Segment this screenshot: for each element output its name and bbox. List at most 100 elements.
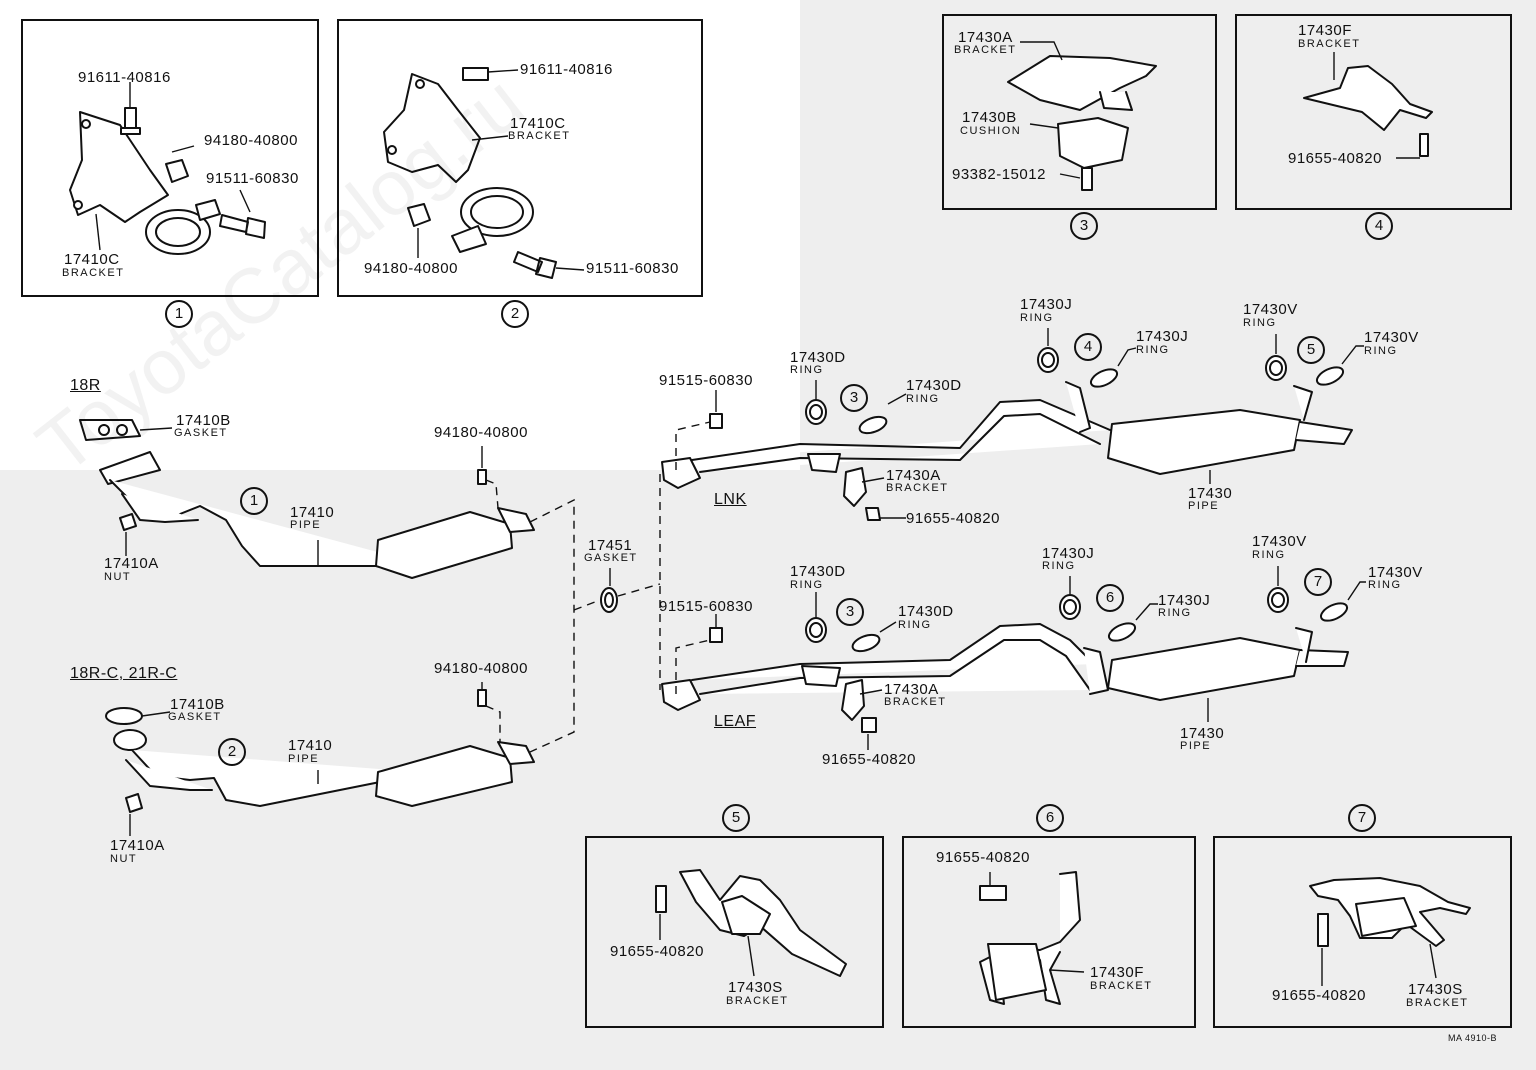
inset-frame-7 — [1213, 836, 1512, 1028]
inset6-bracket — [979, 871, 1081, 1005]
inset2-part-bolt: 91611-40816 — [520, 61, 613, 78]
link-ring-d2-label: 17430D — [906, 377, 962, 394]
rear-leaf-hanger-c — [1295, 627, 1313, 663]
link-bracket-label: 17430A — [886, 467, 941, 484]
front-b-gasket-label: 17410B — [170, 696, 225, 713]
inset-frame-1 — [21, 19, 319, 297]
leaf-ring-v1-desc: RING — [1252, 549, 1286, 561]
front-b-nut-desc: NUT — [110, 853, 138, 865]
inset4-part-bolt: 91655-40820 — [1288, 150, 1382, 167]
rear-leaf-muffler — [1107, 637, 1301, 701]
link-bolt-label: 91655-40820 — [906, 510, 1000, 527]
inset3-part-bracket: 17430A — [958, 29, 1013, 46]
front-a-muffler — [375, 511, 513, 579]
link-pipe-label: 17430 — [1188, 485, 1233, 502]
inset6-part-bracket-desc: BRACKET — [1090, 980, 1153, 992]
front-b-nut — [125, 793, 143, 813]
rear-link-flange — [661, 457, 701, 489]
rear-leaf-hanger-a — [801, 665, 841, 687]
inset4-part-bracket-desc: BRACKET — [1298, 38, 1361, 50]
leaf-ring-v2-label: 17430V — [1368, 564, 1423, 581]
link-ring-j1-desc: RING — [1020, 312, 1054, 324]
front-a-manifold-flange — [99, 451, 161, 485]
inset1-nut — [165, 159, 189, 183]
inset-number-5: 5 — [722, 804, 750, 832]
leaf-bracket-desc: BRACKET — [884, 696, 947, 708]
link-ring-v1-label: 17430V — [1243, 301, 1298, 318]
rear-leaf-bolt — [861, 717, 877, 733]
inset3-part-cushion-desc: CUSHION — [960, 125, 1022, 137]
suspension-label-link: LNK — [714, 491, 747, 508]
inset-number-4: 4 — [1365, 212, 1393, 240]
leaf-ring-d1-label: 17430D — [790, 563, 846, 580]
leaf-ring-j2-label: 17430J — [1158, 592, 1211, 609]
ring-v2-leaf — [1319, 602, 1349, 622]
front-b-muffler — [375, 745, 513, 807]
link-ring-j1-label: 17430J — [1020, 296, 1073, 313]
inset1-part-bracket-desc: BRACKET — [62, 267, 125, 279]
inset5-part-bracket: 17430S — [728, 979, 783, 996]
inset2-part-bracket-desc: BRACKET — [508, 130, 571, 142]
front-b-pipe-label: 17410 — [288, 737, 333, 754]
rear-leaf-bracket — [841, 679, 865, 721]
front-a-gasket-label: 17410B — [176, 412, 231, 429]
callout-2-front-b: 2 — [218, 738, 246, 766]
link-top-bolt-label: 91515-60830 — [659, 372, 753, 389]
inset7-part-bracket: 17430S — [1408, 981, 1463, 998]
ring-j2-leaf — [1107, 622, 1137, 642]
inset3-part-cushion: 17430B — [962, 109, 1017, 126]
callout-3-link: 3 — [840, 384, 868, 412]
leaf-ring-v2-desc: RING — [1368, 579, 1402, 591]
front-a-nut-desc: NUT — [104, 571, 132, 583]
inset-number-1: 1 — [165, 300, 193, 328]
front-a-bolt — [477, 469, 487, 485]
leaf-top-bolt-label: 91515-60830 — [659, 598, 753, 615]
front-b-bolt-label: 94180-40800 — [434, 660, 528, 677]
leaf-ring-j2-desc: RING — [1158, 607, 1192, 619]
leaf-ring-d1-desc: RING — [790, 579, 824, 591]
front-b-flange — [113, 729, 147, 751]
front-b-pipe-desc: PIPE — [288, 753, 320, 765]
callout-1-front-a: 1 — [240, 487, 268, 515]
link-ring-v1-desc: RING — [1243, 317, 1277, 329]
leaf-ring-d2-label: 17430D — [898, 603, 954, 620]
inset4-part-bracket: 17430F — [1298, 22, 1352, 39]
inset3-part-bracket-desc: BRACKET — [954, 44, 1017, 56]
rear-link-hanger-c — [1293, 385, 1313, 421]
link-ring-v2-desc: RING — [1364, 345, 1398, 357]
rear-leaf-top-bolt — [709, 627, 723, 643]
link-bracket-desc: BRACKET — [886, 482, 949, 494]
leaf-pipe-desc: PIPE — [1180, 740, 1212, 752]
inset3-bracket — [1007, 55, 1157, 111]
engine-label-a: 18R — [70, 377, 101, 394]
inset1-bolt-b — [219, 214, 266, 239]
inset1-part-bolt-b: 91511-60830 — [206, 170, 299, 187]
inset3-bolt — [1081, 167, 1093, 191]
inset1-part-nut: 94180-40800 — [204, 132, 298, 149]
inset1-bracket — [69, 111, 169, 223]
rear-leaf-flange — [661, 679, 701, 711]
ring-j2-link — [1089, 368, 1119, 388]
inset-frame-5 — [585, 836, 884, 1028]
inset-frame-3 — [942, 14, 1217, 210]
link-ring-d1-label: 17430D — [790, 349, 846, 366]
leaf-ring-j1-label: 17430J — [1042, 545, 1095, 562]
inset1-bolt-a — [120, 107, 141, 135]
rear-link-top-bolt — [709, 413, 723, 429]
inset2-nut — [407, 203, 431, 227]
callout-5-link: 5 — [1297, 336, 1325, 364]
inset4-bolt — [1419, 133, 1429, 157]
drawing-code: MA 4910-B — [1448, 1033, 1498, 1043]
inset4-bracket — [1303, 65, 1433, 131]
suspension-label-leaf: LEAF — [714, 713, 757, 730]
rear-link-muffler — [1107, 409, 1301, 475]
inset2-bolt-b — [513, 251, 557, 279]
inset2-part-bracket: 17410C — [510, 115, 566, 132]
rear-link-hanger-a — [807, 453, 841, 473]
rear-link-bolt — [865, 507, 881, 521]
ring-d2-leaf — [851, 633, 881, 653]
link-ring-d2-desc: RING — [906, 393, 940, 405]
inset2-part-bolt-b: 91511-60830 — [586, 260, 679, 277]
